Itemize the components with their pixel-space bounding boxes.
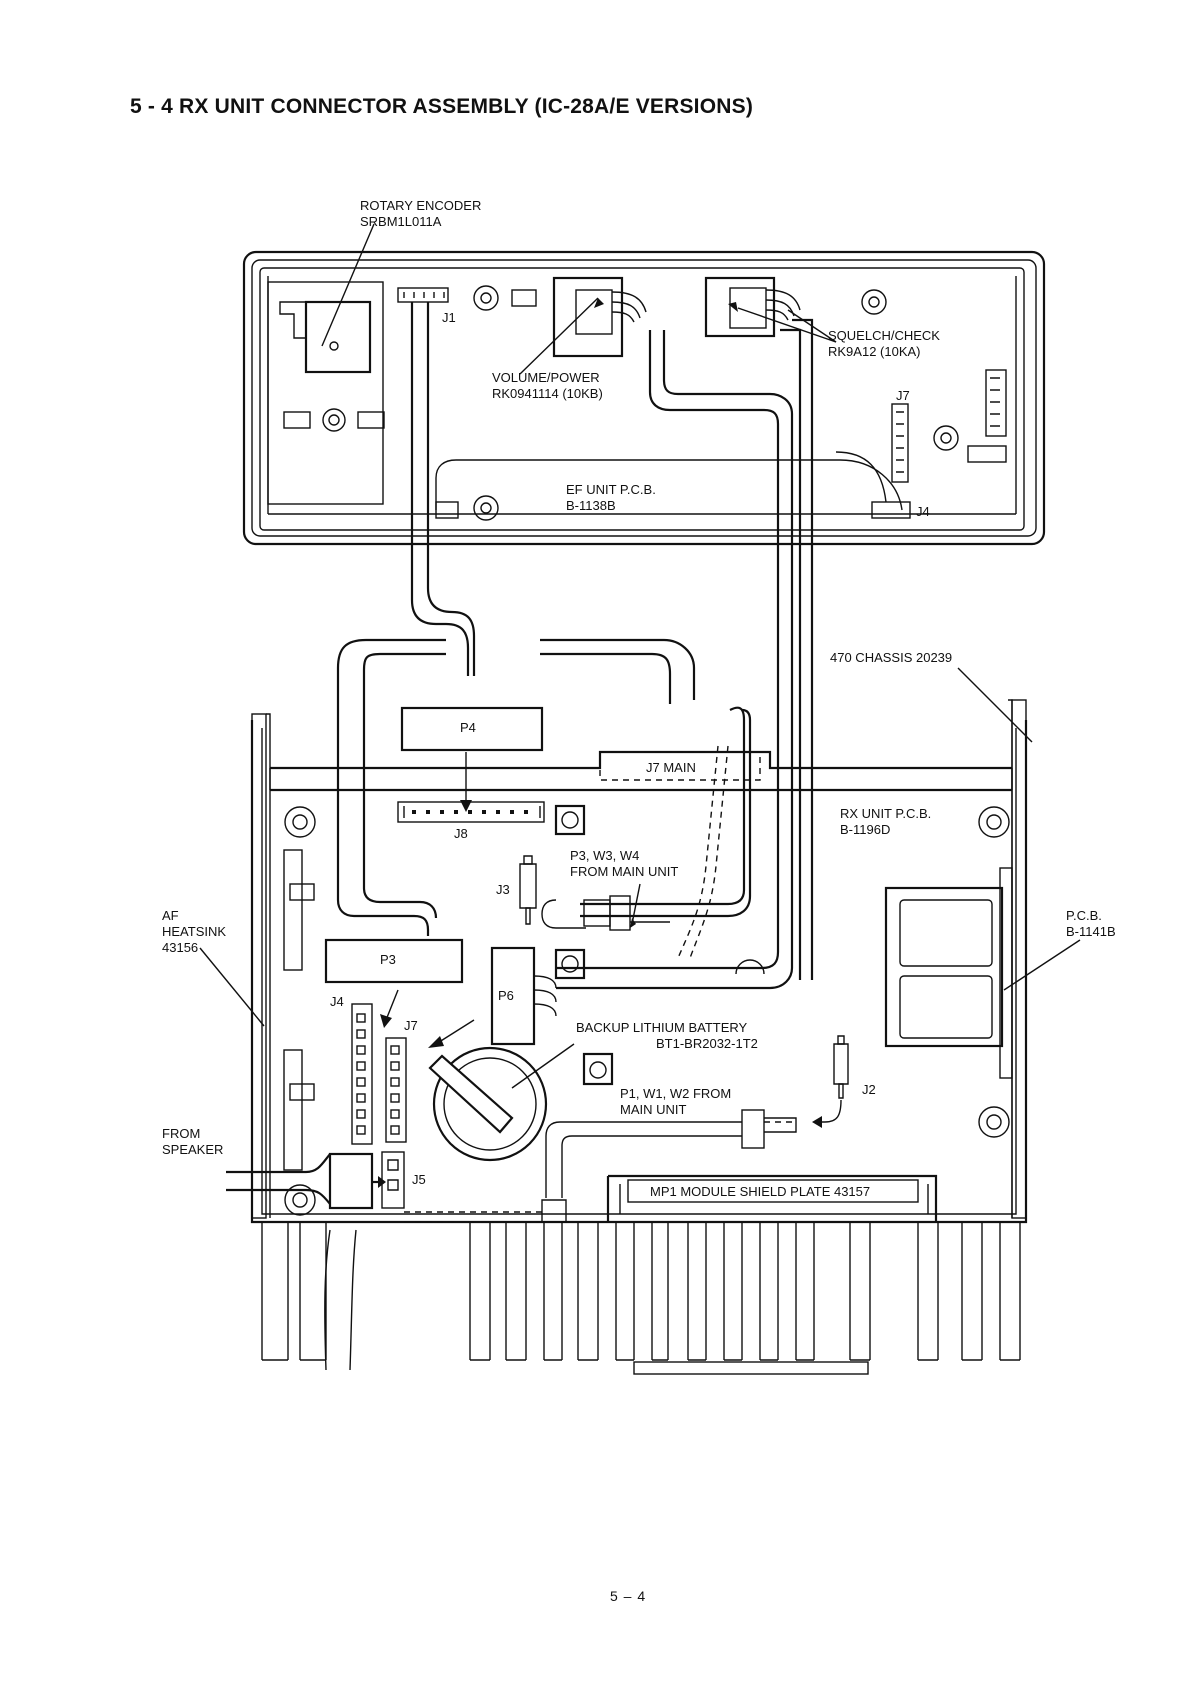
j7-main-label: J7 MAIN [646,760,696,775]
p4-label: P4 [460,720,476,735]
chassis [250,699,1028,1375]
p3-label: P3 [380,952,396,967]
page-number: 5 – 4 [610,1588,647,1604]
j3-label: J3 [496,882,510,897]
leader-lines [199,223,1081,1089]
j7-top-label: J7 [896,388,910,403]
j1-label: J1 [442,310,456,325]
ef-unit-label: EF UNIT P.C.B.B-1138B [566,482,656,513]
rx-pcb-parts [226,706,938,1223]
chassis-label: 470 CHASSIS 20239 [830,650,953,665]
front-panel [242,250,1046,546]
j5-label: J5 [412,1172,426,1187]
j4-bottom-label: J4 [330,994,344,1009]
j7-bottom-label: J7 [404,1018,418,1033]
pcb-b1141b-label: P.C.B.B-1141B [1066,908,1116,939]
j8-label: J8 [454,826,468,841]
page-title: 5 - 4 RX UNIT CONNECTOR ASSEMBLY (IC-28A… [130,95,754,118]
j2-label: J2 [862,1082,876,1097]
ribbon-cables [336,302,887,990]
p6-label: P6 [498,988,514,1003]
mp1-shield-label: MP1 MODULE SHIELD PLATE 43157 [650,1184,871,1199]
rx-unit-label: RX UNIT P.C.B.B-1196D [840,806,932,837]
j4-top-label: J4 [916,504,930,519]
heatsink-fins [261,1222,1021,1375]
